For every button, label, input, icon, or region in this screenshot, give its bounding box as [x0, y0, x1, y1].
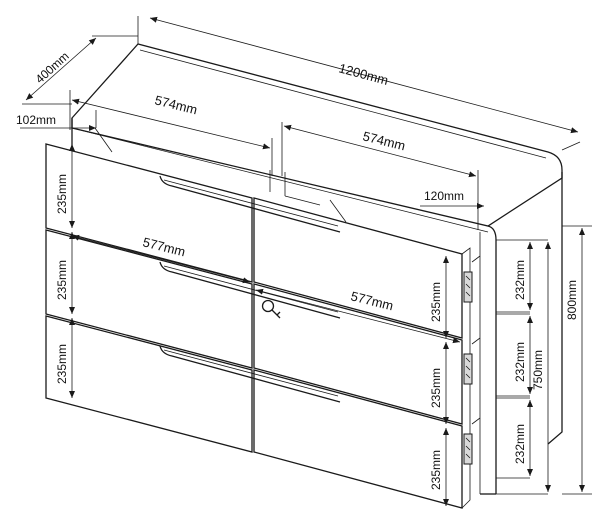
label-front-height-right-2: 235mm — [429, 368, 443, 408]
dimension-lines — [20, 16, 585, 506]
label-depth: 400mm — [33, 49, 72, 86]
drawer-front-left-bottom — [45, 315, 253, 453]
label-top-edge: 102mm — [16, 113, 56, 127]
runner-middle — [463, 353, 473, 385]
label-overall-height: 800mm — [565, 280, 579, 320]
label-front-height-left-1: 235mm — [55, 174, 69, 214]
label-inner-height-3: 232mm — [513, 424, 527, 464]
inner-shelf-lines — [496, 225, 592, 495]
label-front-height-left-2: 235mm — [55, 260, 69, 300]
label-front-height-right-1: 235mm — [429, 282, 443, 322]
label-side-panel: 120mm — [424, 189, 464, 203]
label-inner-height-2: 232mm — [513, 342, 527, 382]
label-overall-width: 1200mm — [337, 60, 390, 88]
label-top-drawer-width-right: 574mm — [361, 128, 407, 153]
runner-top — [463, 271, 473, 303]
label-top-drawer-width-left: 574mm — [153, 92, 199, 117]
label-inner-height-1: 232mm — [513, 260, 527, 300]
drawer-fronts — [45, 143, 471, 509]
runner-bottom — [463, 433, 473, 465]
label-front-height-left-3: 235mm — [55, 344, 69, 384]
label-carcass-height: 750mm — [531, 350, 545, 390]
drawer-runners — [463, 255, 481, 465]
label-front-height-right-3: 235mm — [429, 450, 443, 490]
